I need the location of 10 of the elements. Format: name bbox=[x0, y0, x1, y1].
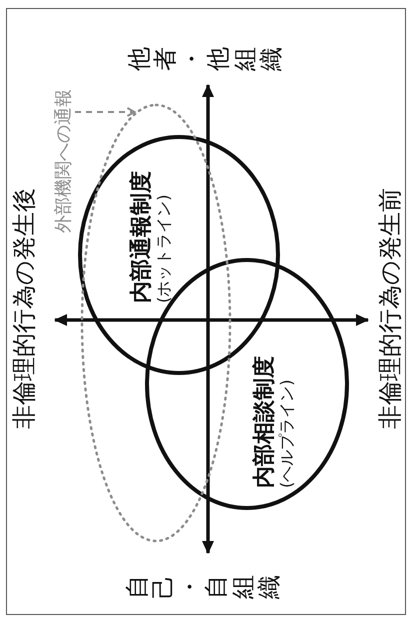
ellipse-subtitle: (ホットライン) bbox=[154, 194, 174, 303]
axis-label: 非倫理的行為の発生後 bbox=[12, 188, 36, 429]
ellipse-subtitle: (ヘルプライン) bbox=[277, 380, 296, 488]
ellipse-title: 内部通報制度 bbox=[130, 171, 154, 303]
axis-label: 自己・自組織 bbox=[124, 575, 282, 599]
ellipse-title: 内部相談制度 bbox=[253, 356, 278, 488]
axis-label: 非倫理的行為の発生前 bbox=[378, 188, 402, 429]
axis-label: 他者・他組織 bbox=[126, 47, 284, 71]
dashed-arrow bbox=[75, 107, 136, 117]
annotation-text: 外部機関への通報 bbox=[55, 89, 73, 233]
